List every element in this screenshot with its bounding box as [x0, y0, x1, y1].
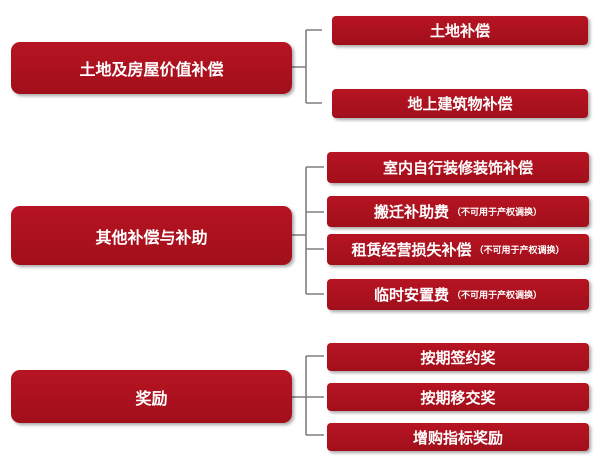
item-interior-decoration-compensation: 室内自行装修装饰补偿 — [327, 152, 589, 183]
bracket-group-1 — [292, 29, 322, 104]
category-land-house-value: 土地及房屋价值补偿 — [11, 42, 292, 94]
item-label: 地上建筑物补偿 — [407, 95, 513, 113]
item-label: 租赁经营损失补偿 — [351, 241, 472, 259]
category-rewards: 奖励 — [11, 370, 292, 423]
item-note: （不可用于产权调换） — [474, 246, 565, 256]
bracket-group-2 — [292, 166, 324, 295]
item-on-time-signing-reward: 按期签约奖 — [327, 343, 589, 371]
category-label: 其他补偿与补助 — [95, 227, 208, 247]
category-label: 奖励 — [135, 388, 168, 408]
item-land-compensation: 土地补偿 — [332, 16, 588, 45]
item-on-time-handover-reward: 按期移交奖 — [327, 383, 589, 411]
item-label: 室内自行装修装饰补偿 — [382, 159, 533, 177]
item-label: 增购指标奖励 — [412, 428, 503, 447]
item-building-compensation: 地上建筑物补偿 — [332, 89, 588, 118]
item-label: 土地补偿 — [429, 22, 490, 40]
category-label: 土地及房屋价值补偿 — [79, 60, 224, 79]
item-temporary-resettlement-fee: 临时安置费 （不可用于产权调换） — [327, 279, 589, 310]
item-additional-purchase-quota-reward: 增购指标奖励 — [327, 423, 589, 451]
item-label: 按期移交奖 — [420, 388, 496, 407]
item-note: （不可用于产权调换） — [452, 208, 543, 218]
item-note: （不可用于产权调换） — [452, 291, 543, 301]
item-label: 按期签约奖 — [420, 348, 496, 367]
item-relocation-subsidy: 搬迁补助费 （不可用于产权调换） — [327, 196, 589, 227]
bracket-group-3 — [292, 355, 324, 436]
item-label: 临时安置费 — [373, 286, 449, 304]
item-label: 搬迁补助费 — [373, 203, 449, 221]
category-other-compensation: 其他补偿与补助 — [11, 206, 292, 265]
item-rental-business-loss: 租赁经营损失补偿 （不可用于产权调换） — [327, 234, 589, 265]
